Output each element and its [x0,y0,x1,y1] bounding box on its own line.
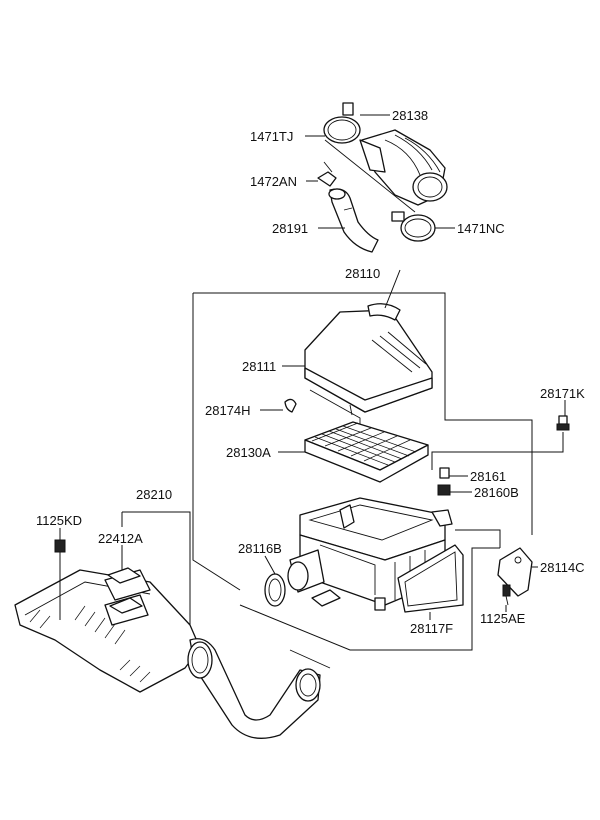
label-1471NC: 1471NC [457,221,505,236]
clamp-1471NC [391,211,436,242]
label-28171K: 28171K [540,386,585,401]
label-28210: 28210 [136,487,172,502]
assembly-frame [121,292,564,651]
label-28138: 28138 [392,108,428,123]
clip-1472AN [317,161,337,187]
label-28117F: 28117F [410,621,453,636]
label-28174H: 28174H [205,403,251,418]
label-28116B: 28116B [238,541,282,556]
label-1125KD: 1125KD [36,513,82,528]
leader-lines [59,114,566,620]
clamp-1471TJ [323,102,361,144]
label-28114C: 28114C [540,560,585,575]
label-28130A: 28130A [226,445,271,460]
label-1471TJ: 1471TJ [250,129,293,144]
bolt-1125AE [502,584,511,606]
label-22412A: 22412A [98,531,143,546]
resonator-28210 [14,569,201,693]
label-plate-22412A [107,567,143,614]
label-28160B: 28160B [474,485,519,500]
upper-cover-28111 [304,269,433,425]
grommet-28160B [437,484,451,496]
label-28191: 28191 [272,221,308,236]
label-1125AE: 1125AE [480,611,526,626]
clip-28174H [284,398,297,413]
label-1472AN: 1472AN [250,174,297,189]
breather-hose-28191 [328,188,379,253]
part-labels: 1471TJ 28138 1472AN 28191 1471NC 28110 2… [36,108,585,636]
filter-element-28130A [304,421,429,483]
bolt-28171K [556,415,570,431]
bracket-28114C [497,547,533,597]
label-28111: 28111 [242,359,276,374]
grommet-28161 [439,467,450,479]
mat-28117F [397,544,464,613]
seal-28116B [264,573,286,607]
label-28161: 28161 [470,469,506,484]
label-28110: 28110 [345,266,380,281]
air-intake-hose-28138 [324,129,448,213]
inlet-duct [187,638,331,739]
